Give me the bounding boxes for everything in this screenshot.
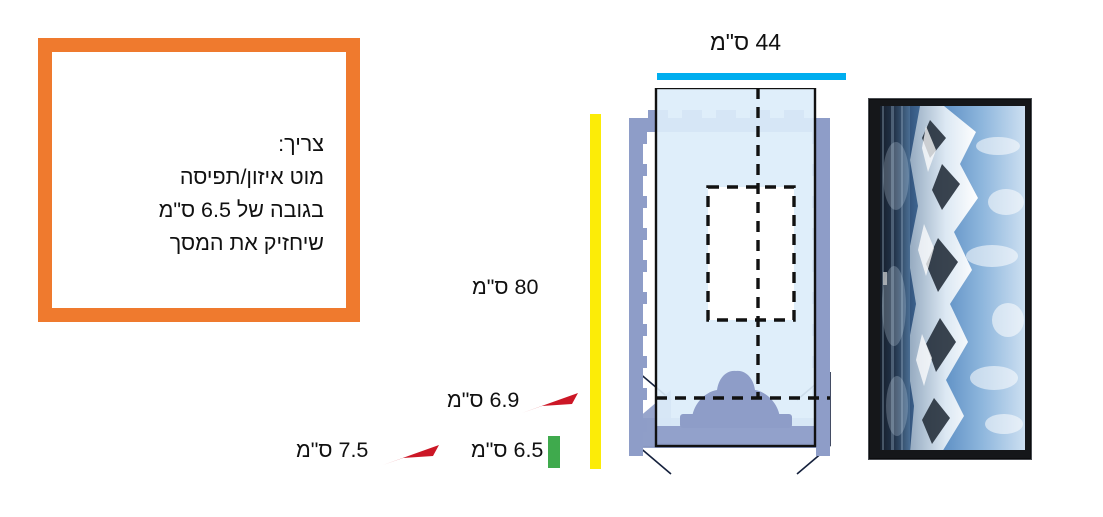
requirement-line-4: שיחזיק את המסך: [169, 231, 324, 255]
display-stand-silhouette: [680, 370, 792, 428]
pointer-arrow-icon-75: [383, 445, 439, 465]
enclosure-front-outline: [654, 88, 817, 448]
enclosure-base-front: [656, 426, 815, 448]
depth-dimension-label-69: 6.9 ס"מ: [447, 388, 520, 412]
width-dimension-label: 44 ס"מ: [710, 29, 782, 55]
requirement-text: צריך: מוט איזון/תפיסה בגובה של 6.5 ס"מ ש…: [54, 128, 324, 260]
depth-dimension-label-65: 6.5 ס"מ: [471, 438, 544, 462]
pointer-arrow-icon-69: [522, 393, 578, 413]
mountain-landscape-image: [880, 106, 1025, 450]
requirement-callout-box: צריך: מוט איזון/תפיסה בגובה של 6.5 ס"מ ש…: [38, 38, 360, 322]
vesa-mount-outline: [706, 185, 796, 322]
height-measure-bar: [590, 114, 601, 469]
monitor-screen: [880, 106, 1025, 450]
mount-height-measure-bar: [548, 436, 560, 468]
depth-dimension-label-75: 7.5 ס"מ: [296, 438, 369, 462]
enclosure-3d-diagram: [620, 88, 855, 476]
requirement-line-3: בגובה של 6.5 ס"מ: [158, 198, 324, 222]
brand-logo-icon: [883, 272, 887, 285]
width-measure-bar: [657, 73, 846, 80]
requirement-line-1: צריך:: [278, 132, 324, 156]
display-monitor: [868, 98, 1032, 460]
requirement-line-2: מוט איזון/תפיסה: [179, 165, 324, 189]
height-dimension-label: 80 ס"מ: [472, 275, 539, 299]
